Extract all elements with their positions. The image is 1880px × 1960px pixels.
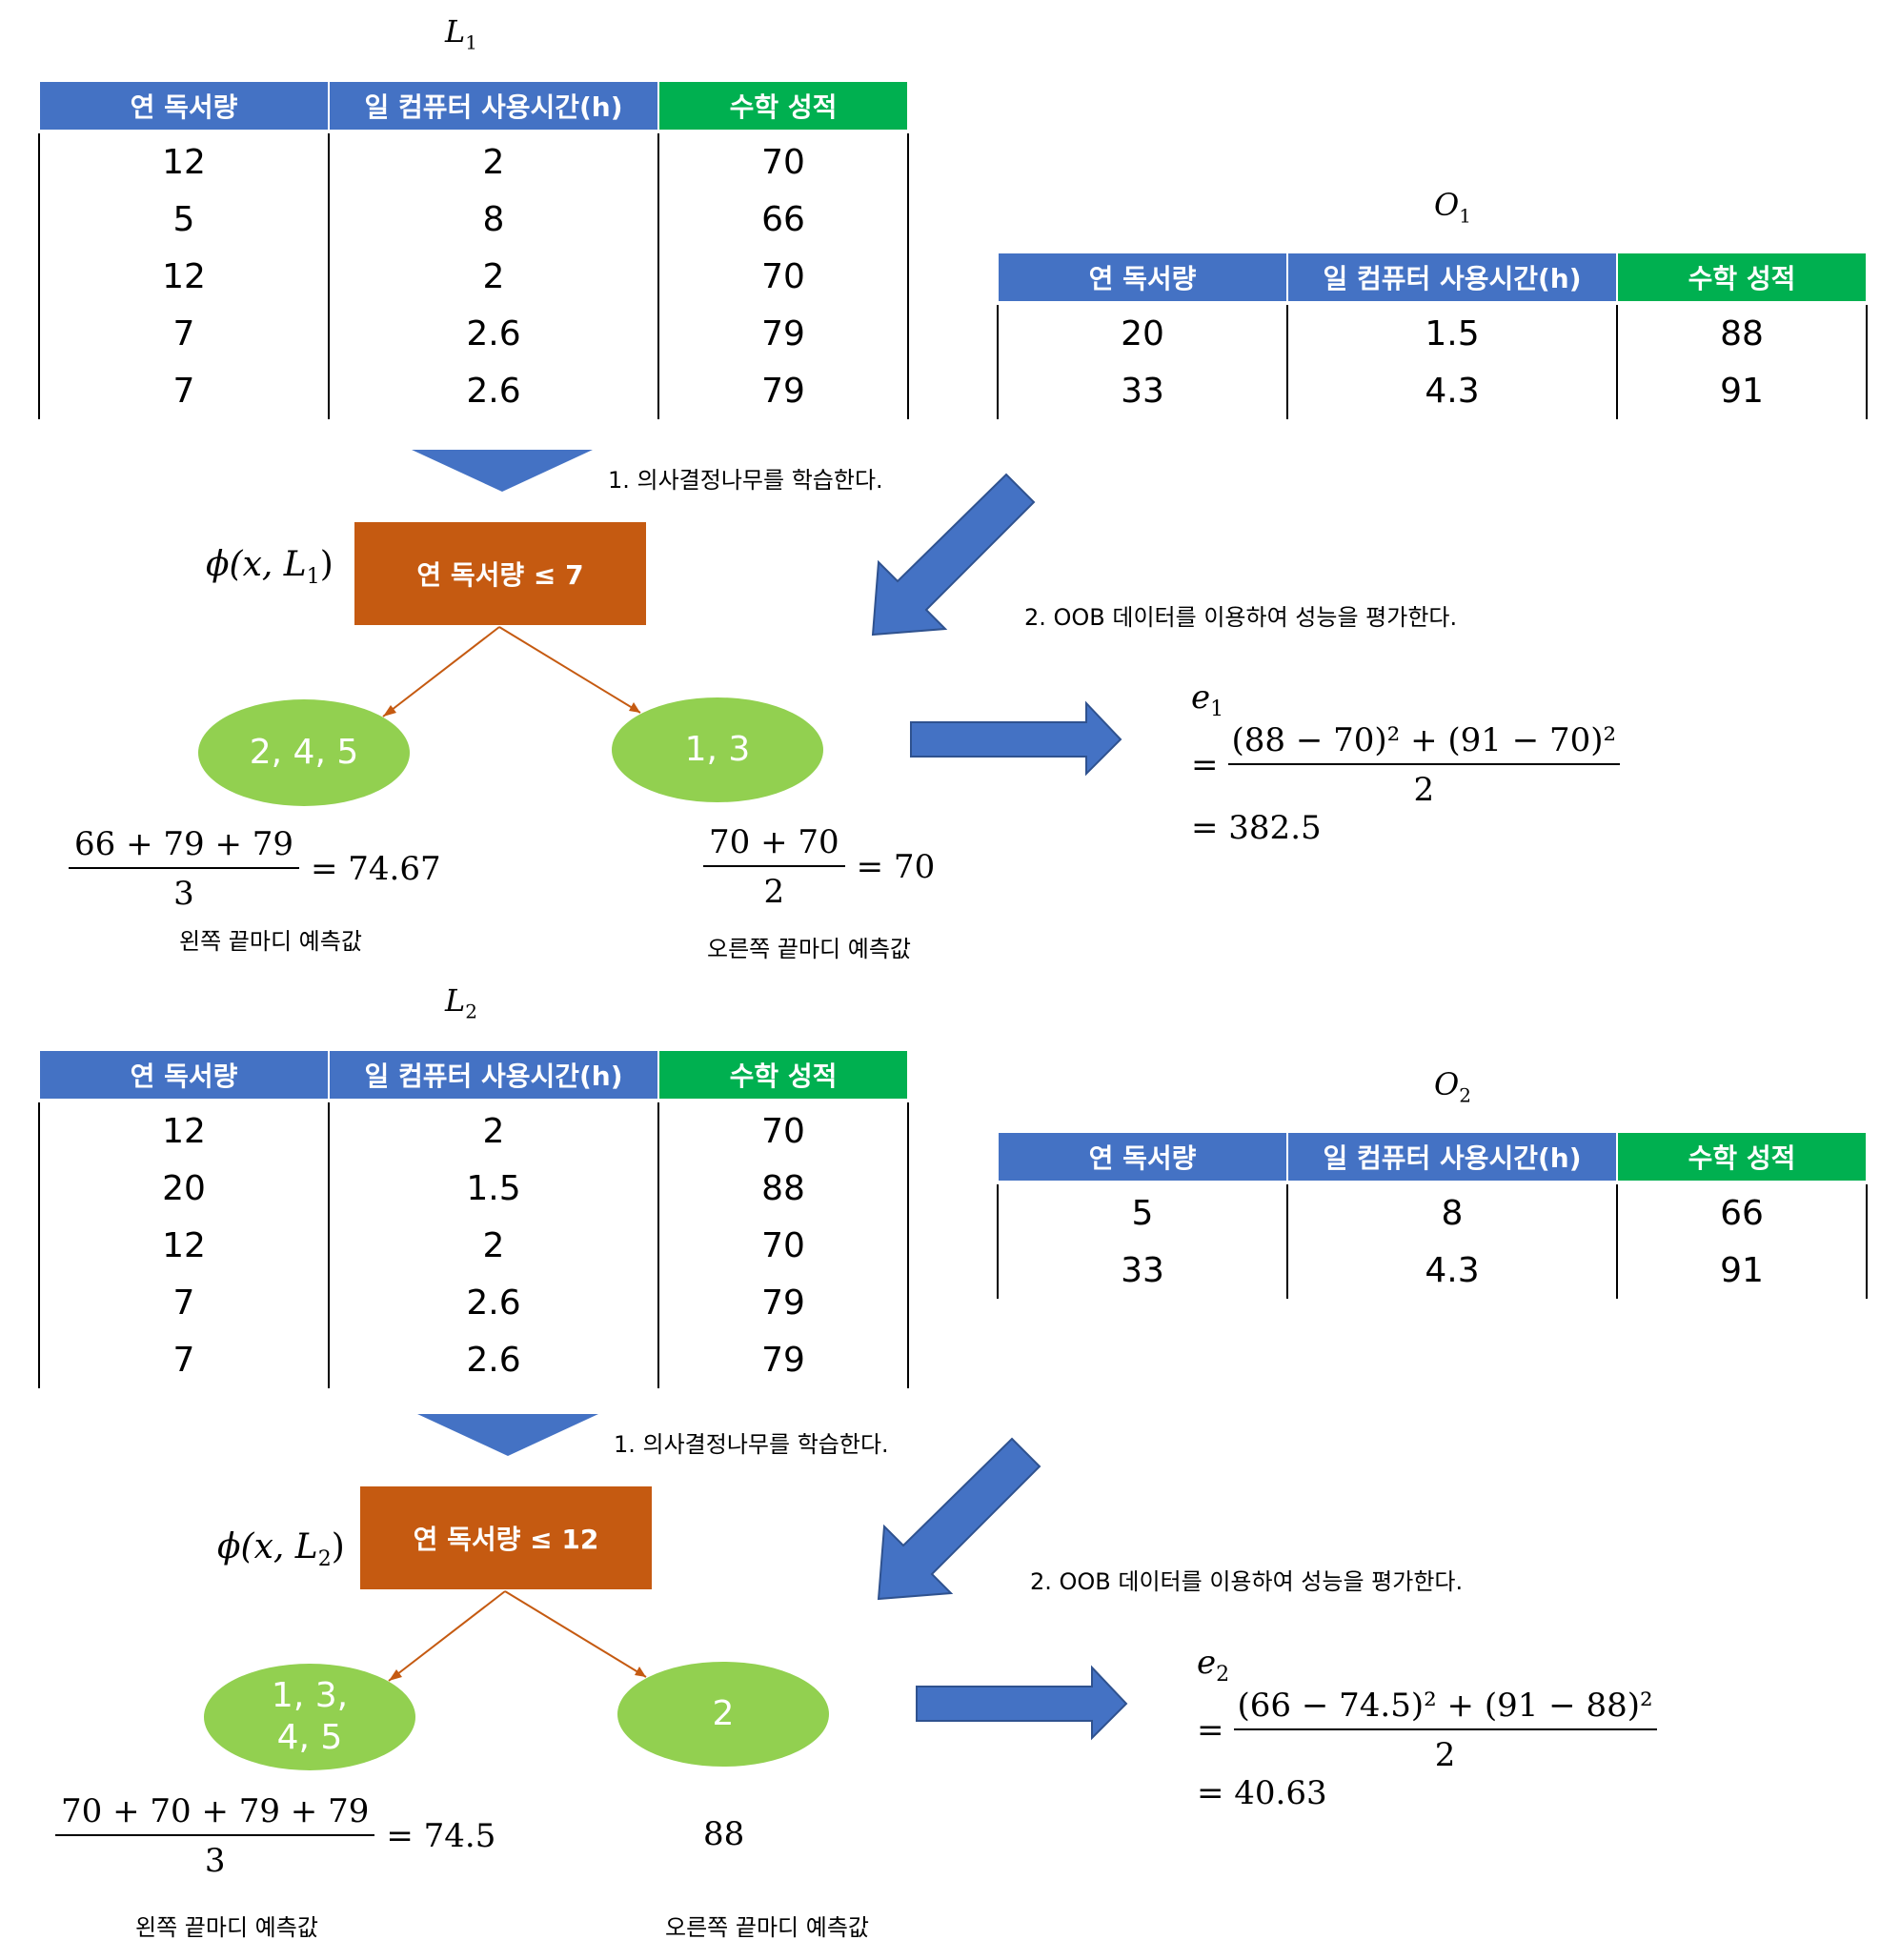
evaluate-step-label: 2. OOB 데이터를 이용하여 성능을 평가한다.: [1030, 1568, 1464, 1595]
left-prediction-caption: 왼쪽 끝마디 예측값: [179, 928, 362, 955]
train-step-arrow-icon: [412, 450, 593, 492]
right-prediction-caption: 오른쪽 끝마디 예측값: [665, 1914, 869, 1941]
left-edge: [382, 626, 500, 717]
block-2-arrows: [388, 1414, 1128, 1741]
right-leaf-node: 2: [617, 1662, 829, 1767]
col-header-reading: 연 독서량: [38, 1051, 330, 1101]
evaluate-step-label: 2. OOB 데이터를 이용하여 성능을 평가한다.: [1024, 604, 1458, 631]
train-set-title: L1: [445, 13, 477, 54]
col-header-math-score: 수학 성적: [657, 1051, 909, 1101]
col-header-math-score: 수학 성적: [657, 82, 909, 131]
right-prediction-value: 88: [703, 1815, 745, 1853]
train-step-label: 1. 의사결정나무를 학습한다.: [614, 1431, 889, 1458]
train-set-title: L2: [445, 982, 477, 1023]
right-prediction-caption: 오른쪽 끝마디 예측값: [707, 936, 911, 962]
root-node: 연 독서량 ≤ 7: [354, 522, 646, 625]
train-step-label: 1. 의사결정나무를 학습한다.: [608, 467, 883, 494]
left-prediction-caption: 왼쪽 끝마디 예측값: [135, 1914, 318, 1941]
right-leaf-node: 1, 3: [612, 697, 823, 802]
result-arrow-icon: [916, 1665, 1128, 1741]
evaluate-diagonal-arrow-icon: [871, 473, 1036, 636]
result-arrow-icon: [910, 700, 1122, 777]
left-edge: [388, 1590, 506, 1682]
col-header-computer-time: 일 컴퓨터 사용시간(h): [328, 82, 659, 131]
col-header-computer-time: 일 컴퓨터 사용시간(h): [328, 1051, 659, 1101]
left-leaf-node: 2, 4, 5: [198, 699, 410, 806]
oob-set-title: O2: [1434, 1066, 1471, 1107]
col-header-reading: 연 독서량: [38, 82, 330, 131]
col-header-reading: 연 독서량: [997, 1133, 1288, 1182]
col-header-reading: 연 독서량: [997, 253, 1288, 303]
col-header-computer-time: 일 컴퓨터 사용시간(h): [1286, 1133, 1618, 1182]
col-header-math-score: 수학 성적: [1616, 1133, 1868, 1182]
col-header-math-score: 수학 성적: [1616, 253, 1868, 303]
right-edge: [504, 1590, 647, 1678]
tree-function-label: ϕ(x, L1): [206, 545, 334, 590]
root-node: 연 독서량 ≤ 12: [360, 1486, 652, 1589]
col-header-computer-time: 일 컴퓨터 사용시간(h): [1286, 253, 1618, 303]
right-edge: [498, 626, 641, 714]
oob-set-title: O1: [1434, 187, 1471, 228]
train-step-arrow-icon: [417, 1414, 598, 1456]
tree-function-label: ϕ(x, L2): [217, 1527, 345, 1572]
block-1-arrows: [382, 450, 1122, 777]
evaluate-diagonal-arrow-icon: [877, 1437, 1041, 1601]
left-leaf-node: 1, 3, 4, 5: [204, 1664, 415, 1770]
